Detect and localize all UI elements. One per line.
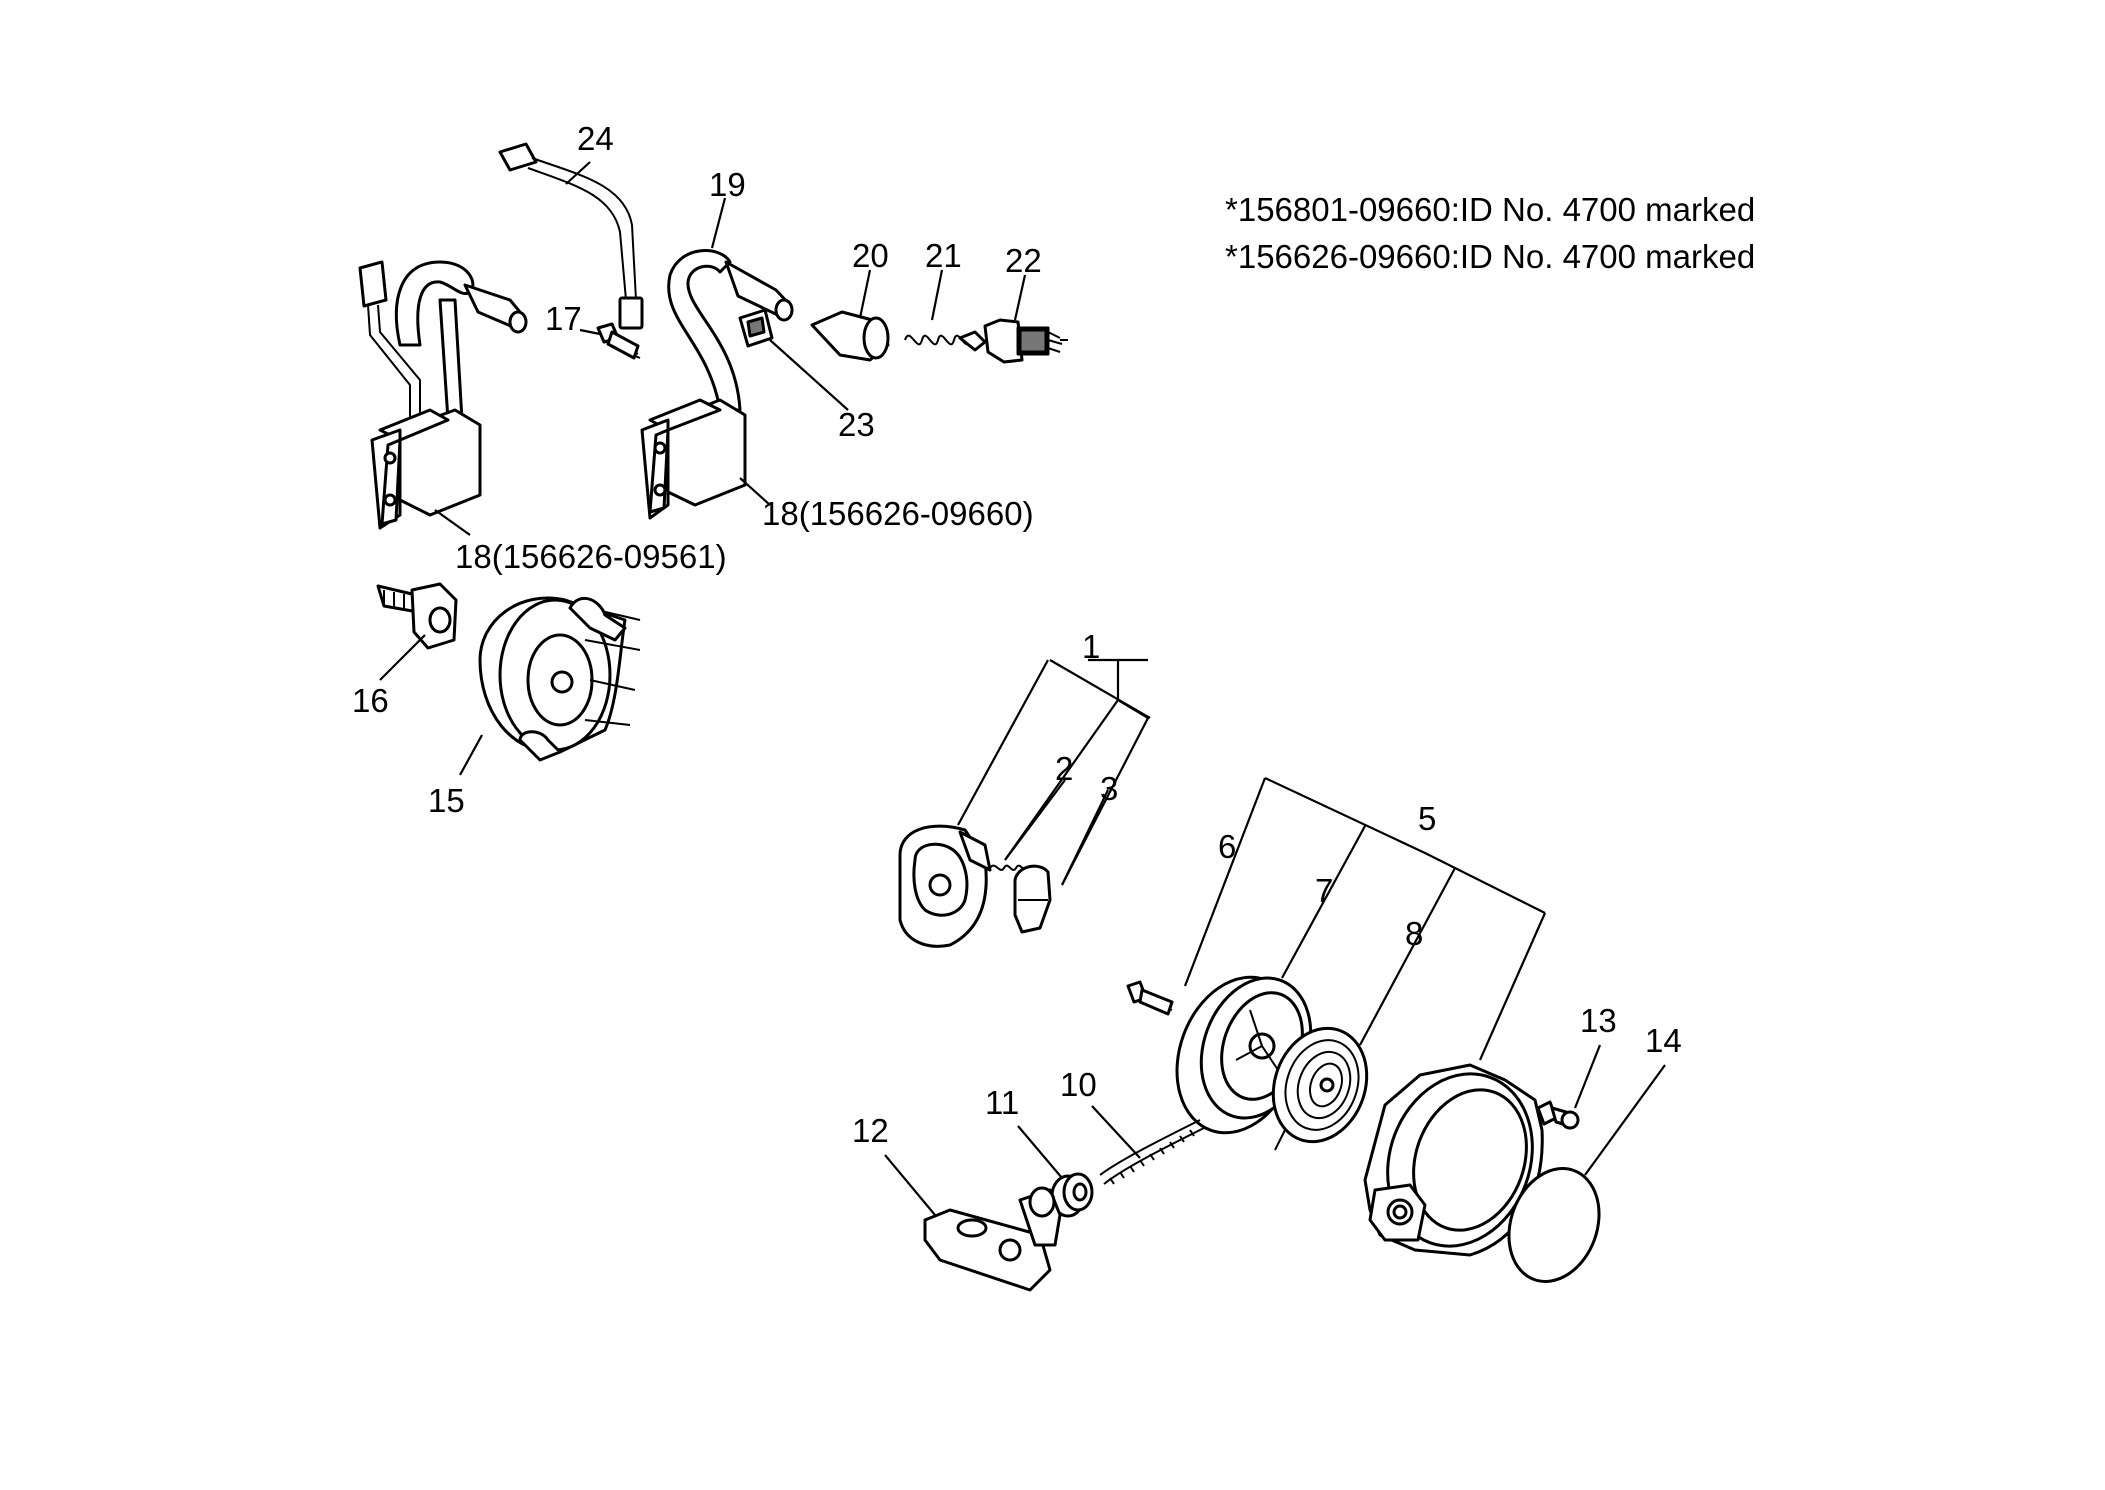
part-17-bolt	[596, 322, 641, 360]
callout-7: 7	[1315, 872, 1333, 909]
leader-lines	[379, 161, 1666, 1216]
part-14-cover	[1507, 1167, 1601, 1283]
callout-18a: 18(156626-09561)	[455, 538, 727, 575]
callout-15: 15	[428, 782, 465, 819]
part-18-ignition-coil-09561	[358, 260, 528, 530]
part-3-pawl	[1013, 864, 1052, 934]
callout-labels: 24 19 17 20 21 22 23 18(156626-09660) 18…	[352, 120, 1682, 1149]
part-18-ignition-coil-09660	[640, 249, 794, 520]
callout-23: 23	[838, 406, 875, 443]
callout-13: 13	[1580, 1002, 1617, 1039]
callout-3: 3	[1100, 770, 1118, 807]
part-12-handle	[923, 1186, 1062, 1292]
callout-10: 10	[1060, 1066, 1097, 1103]
callout-18b: 18(156626-09660)	[762, 495, 1034, 532]
callout-16: 16	[352, 682, 389, 719]
part-22-spark-plug	[958, 318, 1068, 364]
part-2-spring	[989, 864, 1029, 871]
part-16-nut	[376, 582, 458, 650]
callout-11: 11	[985, 1084, 1019, 1121]
callout-6: 6	[1218, 828, 1236, 865]
callout-12: 12	[852, 1112, 889, 1149]
part-15-flywheel	[478, 596, 641, 762]
callout-21: 21	[925, 237, 962, 274]
note-line-1: *156801-09660:ID No. 4700 marked	[1225, 191, 1755, 228]
part-1-pawl-plate	[898, 824, 992, 948]
part-5-starter-case	[1363, 1063, 1544, 1257]
part-20-plug-cap	[810, 310, 890, 362]
part-11-rope-guide	[1050, 1172, 1094, 1218]
part-6-screw	[1126, 980, 1174, 1016]
callout-17: 17	[545, 300, 582, 337]
part-24-wire-lead	[498, 142, 644, 330]
callout-19: 19	[709, 166, 746, 203]
callout-24: 24	[577, 120, 614, 157]
callout-5: 5	[1418, 800, 1436, 837]
part-23-clip	[738, 308, 774, 348]
note-line-2: *156626-09660:ID No. 4700 marked	[1225, 238, 1755, 275]
part-13-bolt	[1536, 1100, 1580, 1130]
callout-1: 1	[1082, 628, 1100, 665]
callout-14: 14	[1645, 1022, 1682, 1059]
callout-2: 2	[1055, 750, 1073, 787]
callout-8: 8	[1405, 915, 1423, 952]
part-10-rope	[1099, 1119, 1205, 1185]
callout-20: 20	[852, 237, 889, 274]
part-8-recoil-spring	[1271, 1026, 1369, 1151]
callout-22: 22	[1005, 242, 1042, 279]
part-21-spring	[904, 334, 971, 346]
